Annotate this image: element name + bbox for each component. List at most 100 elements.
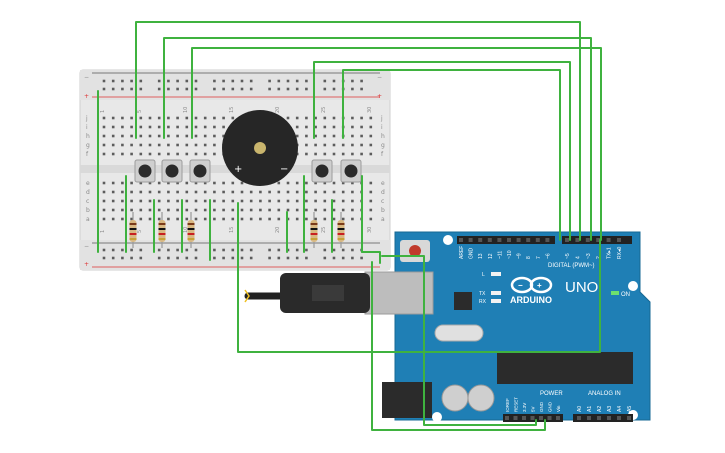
breadboard-hole[interactable]: [167, 199, 170, 203]
rail-hole[interactable]: [341, 248, 345, 252]
rail-hole[interactable]: [139, 248, 143, 252]
power-pin[interactable]: [556, 416, 560, 420]
header-pins[interactable]: [459, 238, 631, 420]
rail-hole[interactable]: [139, 79, 143, 83]
breadboard-hole[interactable]: [222, 125, 225, 129]
breadboard-hole[interactable]: [176, 143, 179, 147]
power-pin[interactable]: [513, 416, 518, 420]
digital-pin[interactable]: [497, 238, 502, 242]
rail-hole[interactable]: [130, 79, 133, 83]
breadboard-hole[interactable]: [185, 152, 189, 156]
analog-pin[interactable]: [597, 416, 601, 420]
rail-hole[interactable]: [102, 248, 106, 252]
breadboard-hole[interactable]: [240, 208, 244, 212]
breadboard-hole[interactable]: [231, 181, 235, 185]
digital-pin[interactable]: [575, 238, 580, 242]
breadboard-hole[interactable]: [314, 125, 317, 129]
breadboard-hole[interactable]: [203, 134, 207, 138]
breadboard-hole[interactable]: [249, 199, 253, 203]
rail-hole[interactable]: [240, 256, 244, 260]
breadboard-hole[interactable]: [222, 116, 225, 120]
rail-hole[interactable]: [121, 248, 124, 252]
rail-hole[interactable]: [157, 248, 161, 252]
power-pin[interactable]: [539, 416, 543, 420]
breadboard-hole[interactable]: [102, 134, 106, 138]
breadboard-hole[interactable]: [148, 181, 152, 185]
breadboard-hole[interactable]: [203, 199, 207, 203]
breadboard-hole[interactable]: [259, 190, 262, 194]
breadboard-hole[interactable]: [323, 143, 327, 147]
breadboard-hole[interactable]: [231, 116, 235, 120]
breadboard-hole[interactable]: [351, 143, 354, 147]
breadboard-hole[interactable]: [203, 190, 207, 194]
breadboard-hole[interactable]: [341, 199, 345, 203]
breadboard-hole[interactable]: [369, 134, 373, 138]
rail-hole[interactable]: [323, 256, 327, 260]
breadboard-hole[interactable]: [167, 208, 170, 212]
breadboard-hole[interactable]: [130, 199, 133, 203]
breadboard-hole[interactable]: [194, 152, 198, 156]
breadboard-hole[interactable]: [222, 199, 225, 203]
rail-hole[interactable]: [341, 256, 345, 260]
rail-hole[interactable]: [130, 256, 133, 260]
rail-hole[interactable]: [305, 248, 308, 252]
rail-hole[interactable]: [176, 256, 179, 260]
breadboard-hole[interactable]: [130, 208, 133, 212]
breadboard-hole[interactable]: [194, 116, 198, 120]
power-pin[interactable]: [547, 416, 552, 420]
breadboard-hole[interactable]: [167, 134, 170, 138]
pushbutton[interactable]: [189, 159, 211, 183]
breadboard-hole[interactable]: [111, 181, 115, 185]
rail-hole[interactable]: [167, 256, 170, 260]
digital-pin[interactable]: [459, 238, 463, 242]
breadboard-hole[interactable]: [222, 190, 225, 194]
rail-hole[interactable]: [323, 248, 327, 252]
breadboard-hole[interactable]: [231, 208, 235, 212]
breadboard-hole[interactable]: [314, 190, 317, 194]
digital-pin[interactable]: [516, 238, 521, 242]
breadboard-hole[interactable]: [295, 199, 299, 203]
breadboard-hole[interactable]: [240, 181, 244, 185]
breadboard-hole[interactable]: [259, 217, 262, 221]
breadboard-hole[interactable]: [148, 116, 152, 120]
breadboard-hole[interactable]: [194, 143, 198, 147]
rail-hole[interactable]: [102, 79, 106, 83]
breadboard-hole[interactable]: [194, 199, 198, 203]
reset-button-cap[interactable]: [409, 245, 421, 257]
breadboard-hole[interactable]: [351, 116, 354, 120]
breadboard-hole[interactable]: [240, 190, 244, 194]
breadboard-hole[interactable]: [176, 134, 179, 138]
breadboard-hole[interactable]: [286, 116, 290, 120]
breadboard-hole[interactable]: [305, 181, 308, 185]
breadboard-hole[interactable]: [259, 208, 262, 212]
rail-hole[interactable]: [157, 79, 161, 83]
digital-pin[interactable]: [535, 238, 540, 242]
breadboard-hole[interactable]: [121, 143, 124, 147]
breadboard-hole[interactable]: [139, 208, 143, 212]
rail-hole[interactable]: [305, 87, 308, 91]
breadboard-hole[interactable]: [341, 143, 345, 147]
breadboard-hole[interactable]: [167, 143, 170, 147]
breadboard-hole[interactable]: [305, 199, 308, 203]
rail-hole[interactable]: [194, 248, 198, 252]
rail-hole[interactable]: [157, 256, 161, 260]
breadboard-hole[interactable]: [332, 125, 336, 129]
rail-hole[interactable]: [194, 256, 198, 260]
breadboard-hole[interactable]: [268, 190, 271, 194]
rail-hole[interactable]: [277, 87, 281, 91]
breadboard-hole[interactable]: [176, 125, 179, 129]
breadboard-hole[interactable]: [295, 116, 299, 120]
rail-hole[interactable]: [222, 256, 225, 260]
breadboard-hole[interactable]: [213, 134, 216, 138]
breadboard-hole[interactable]: [139, 181, 143, 185]
breadboard-hole[interactable]: [157, 134, 161, 138]
breadboard-hole[interactable]: [286, 181, 290, 185]
breadboard-hole[interactable]: [102, 199, 106, 203]
rail-hole[interactable]: [268, 79, 271, 83]
rail-hole[interactable]: [323, 79, 327, 83]
breadboard-hole[interactable]: [341, 152, 345, 156]
digital-pin[interactable]: [617, 238, 621, 242]
breadboard-hole[interactable]: [157, 116, 161, 120]
breadboard-hole[interactable]: [213, 217, 216, 221]
breadboard-hole[interactable]: [176, 152, 179, 156]
